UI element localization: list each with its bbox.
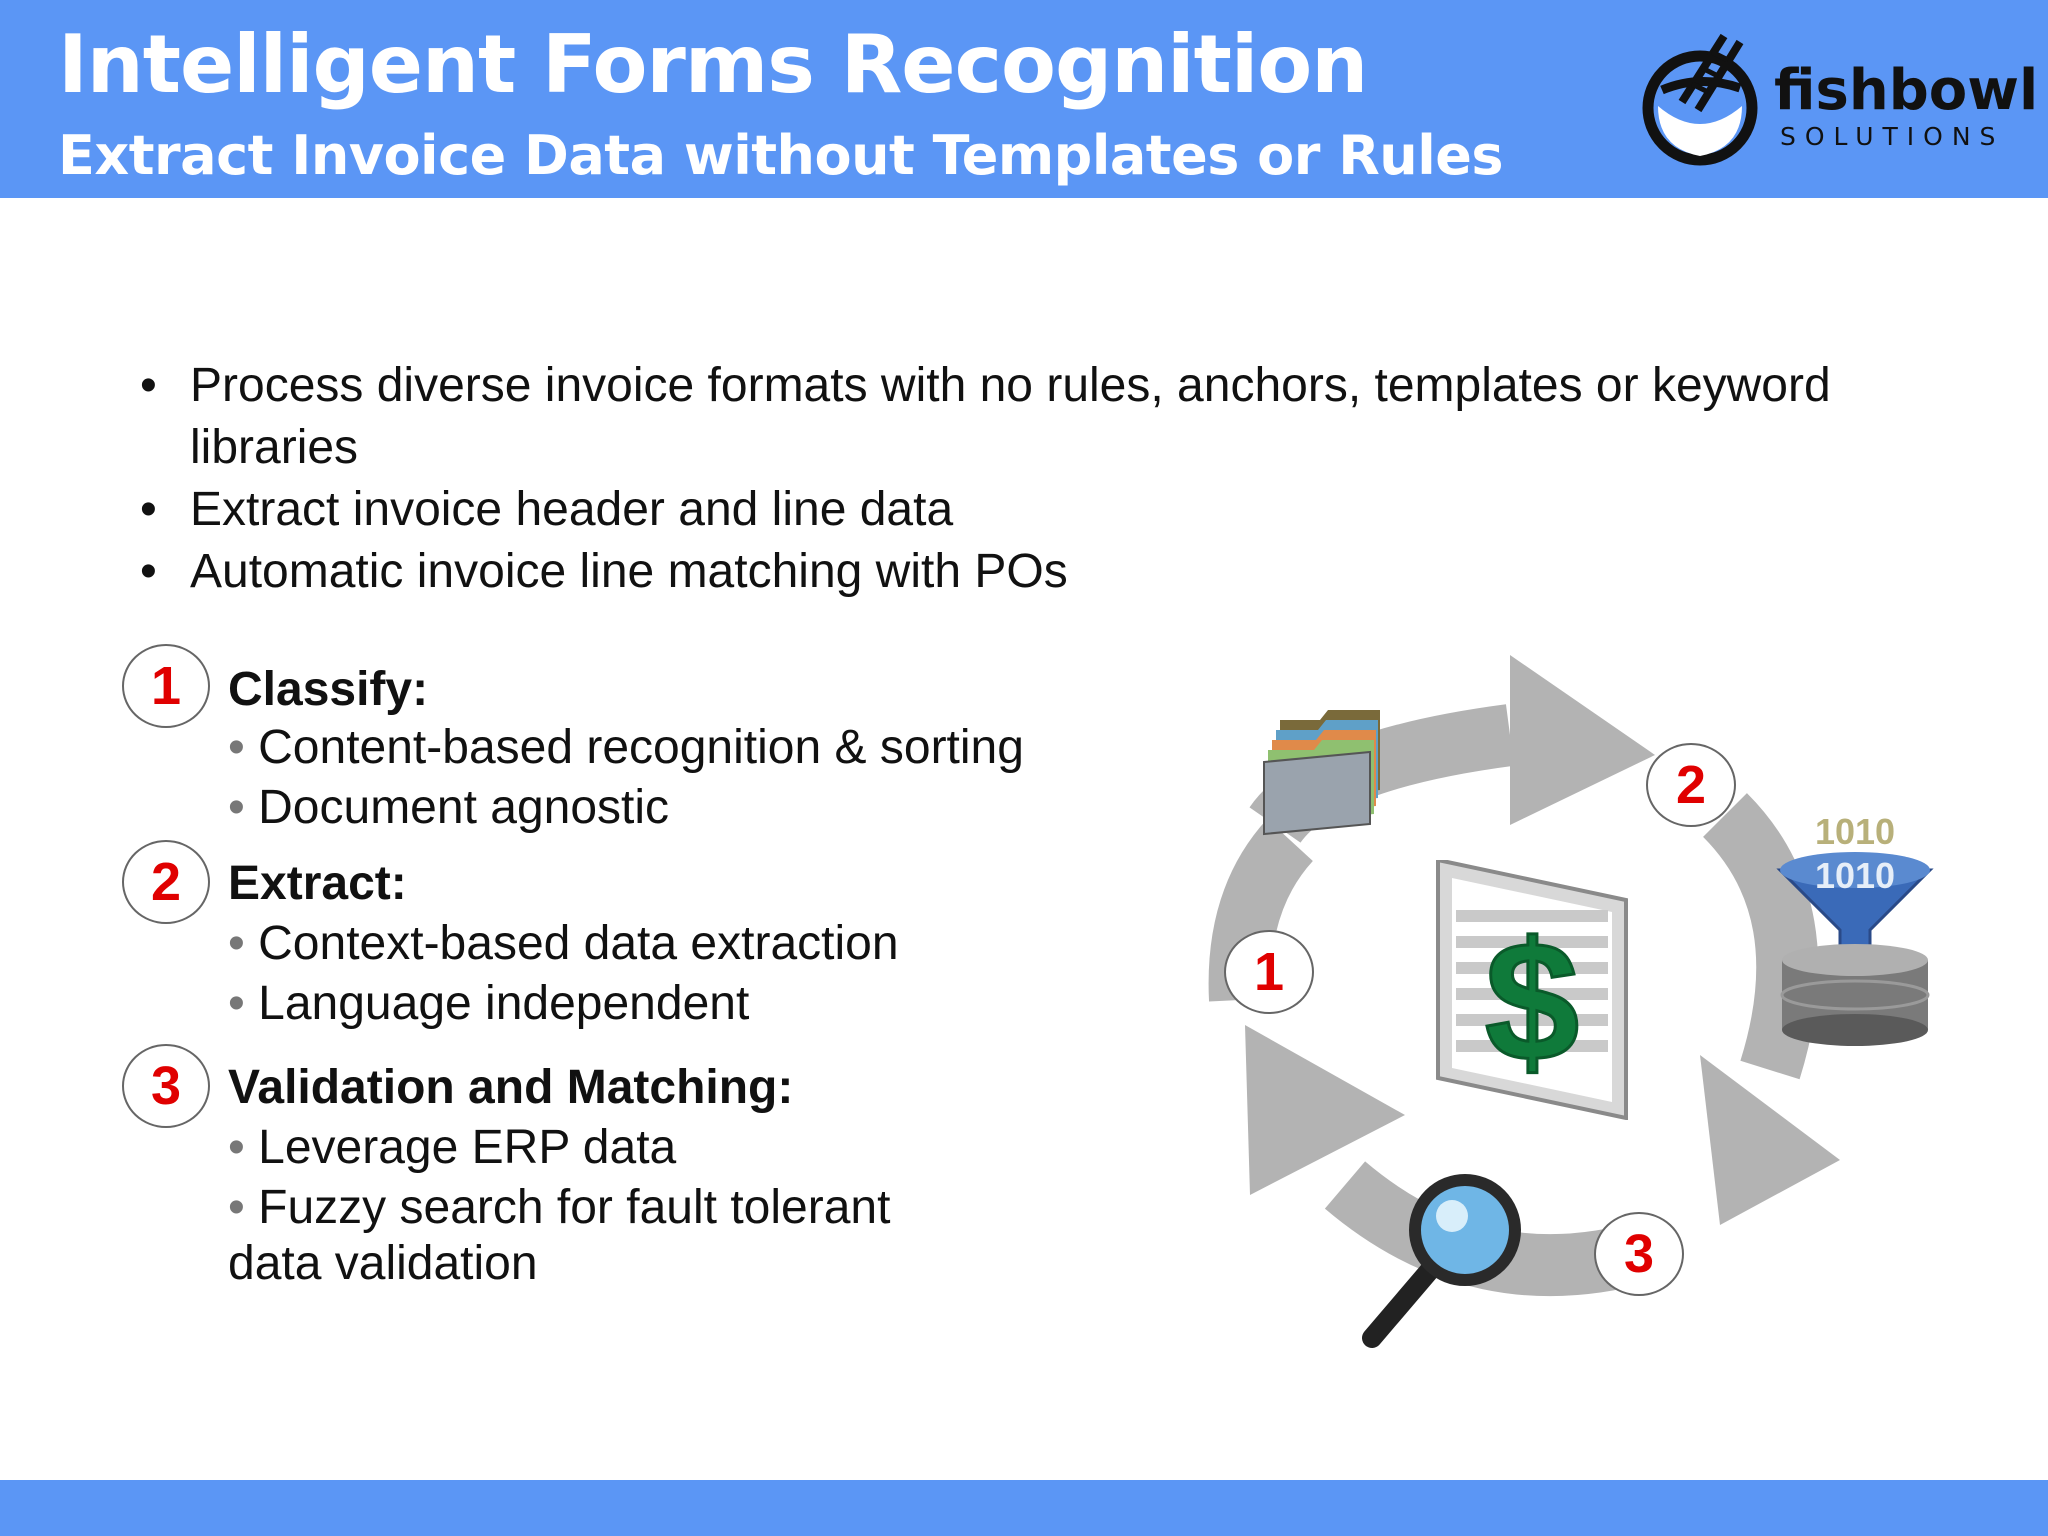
folder-stack-icon: [1263, 710, 1380, 836]
step-title: Classify:: [228, 663, 429, 716]
bullet-item: • Automatic invoice line matching with P…: [140, 541, 1980, 603]
fishbowl-logo: fishbowl SOLUTIONS: [1640, 30, 2038, 170]
binary-text-top: 1010: [1815, 811, 1895, 852]
logo-wordmark: fishbowl: [1774, 58, 2039, 123]
footer-bar: [0, 1480, 2048, 1536]
dollar-symbol: $: [1485, 907, 1580, 1097]
cycle-badge-3: 3: [1594, 1212, 1684, 1296]
magnifier-icon: [1362, 1174, 1521, 1348]
bullet-text-line: libraries: [190, 421, 359, 474]
step-title: Extract:: [228, 857, 407, 910]
step-title: Validation and Matching:: [228, 1061, 794, 1114]
invoice-document-icon: $: [1436, 860, 1628, 1120]
step-subitem: • Content-based recognition & sorting: [228, 721, 1024, 774]
bullet-text-line: Extract invoice header and line data: [190, 483, 954, 536]
step-subitem-continuation: data validation: [228, 1237, 538, 1290]
bullet-dot: •: [140, 483, 157, 536]
step-subitem: • Language independent: [228, 977, 750, 1030]
bullet-dot: •: [140, 545, 157, 598]
header-bar: Intelligent Forms Recognition Extract In…: [0, 0, 2048, 198]
bullet-dot: •: [140, 359, 157, 412]
step-number-badge: 1: [122, 644, 210, 728]
fishbowl-icon: [1642, 33, 1758, 166]
database-funnel-icon: 1010 1010: [1776, 811, 1934, 1046]
step-number-badge: 2: [122, 840, 210, 924]
step-number-badge: 3: [122, 1044, 210, 1128]
bullet-item: • Extract invoice header and line data: [140, 479, 1980, 541]
bullet-text-line: Automatic invoice line matching with POs: [190, 545, 1068, 598]
binary-text-bottom: 1010: [1815, 855, 1895, 896]
page-subtitle: Extract Invoice Data without Templates o…: [58, 124, 1504, 187]
process-cycle-diagram: $ 1010 1010 1 2 3: [1180, 640, 1960, 1360]
bullet-item: • Process diverse invoice formats with n…: [140, 355, 1980, 479]
step-subitem: • Context-based data extraction: [228, 917, 899, 970]
step-subitem: • Leverage ERP data: [228, 1121, 677, 1174]
bullet-list: • Process diverse invoice formats with n…: [140, 355, 1980, 603]
cycle-badge-1: 1: [1224, 930, 1314, 1014]
step-subitem: • Fuzzy search for fault tolerant: [228, 1181, 891, 1234]
logo-subtext: SOLUTIONS: [1780, 122, 2005, 151]
page-title: Intelligent Forms Recognition: [58, 18, 1368, 111]
step-subitem: • Document agnostic: [228, 781, 670, 834]
bullet-text-line: Process diverse invoice formats with no …: [190, 359, 1831, 412]
cycle-badge-2: 2: [1646, 743, 1736, 827]
